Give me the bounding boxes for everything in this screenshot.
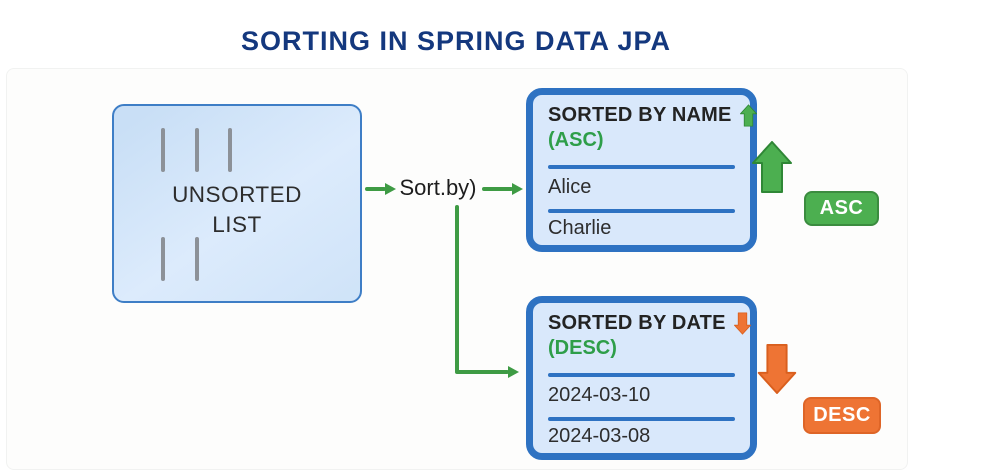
connector-line (455, 370, 509, 374)
unsorted-list-label: UNSORTED LIST (114, 180, 360, 240)
list-tick-icon (161, 128, 165, 172)
list-tick-icon (195, 237, 199, 281)
sorted-by-name-header-label: SORTED BY NAME (548, 104, 732, 126)
asc-badge: ASC (804, 191, 879, 226)
unsorted-list-label-line1: UNSORTED (172, 182, 302, 207)
list-divider (548, 165, 735, 169)
big-down-arrow-icon (757, 344, 797, 394)
list-divider (548, 373, 735, 377)
list-tick-icon (228, 128, 232, 172)
list-divider (548, 417, 735, 421)
down-arrow-icon (733, 312, 751, 335)
up-arrow-icon (739, 104, 757, 127)
sorted-by-date-header: SORTED BY DATE (548, 310, 751, 337)
sorted-by-name-card: SORTED BY NAME (ASC) Alice Charlie (526, 88, 757, 252)
page-title: SORTING IN SPRING DATA JPA (240, 26, 672, 56)
list-item: 2024-03-08 (548, 425, 651, 447)
list-tick-icon (195, 128, 199, 172)
arrowhead-right-icon (385, 183, 396, 195)
list-tick-icon (161, 237, 165, 281)
list-divider (548, 209, 735, 213)
sorted-by-date-card: SORTED BY DATE (DESC) 2024-03-10 2024-03… (526, 296, 757, 460)
unsorted-list-label-line2: LIST (212, 212, 262, 237)
sort-by-label: Sort.by) (399, 175, 477, 200)
order-direction-label: (ASC) (548, 129, 604, 151)
connector-line (482, 187, 513, 191)
desc-badge: DESC (803, 397, 881, 434)
connector-line (455, 205, 459, 373)
list-item: 2024-03-10 (548, 384, 651, 406)
order-direction-label: (DESC) (548, 337, 617, 359)
big-up-arrow-icon (752, 141, 792, 193)
list-item: Charlie (548, 217, 612, 239)
unsorted-list-box: UNSORTED LIST (112, 104, 362, 303)
arrowhead-right-icon (508, 366, 519, 378)
list-item: Alice (548, 176, 592, 198)
sorted-by-name-header: SORTED BY NAME (548, 102, 757, 129)
connector-line (365, 187, 386, 191)
arrowhead-right-icon (512, 183, 523, 195)
sorted-by-date-header-label: SORTED BY DATE (548, 312, 726, 334)
